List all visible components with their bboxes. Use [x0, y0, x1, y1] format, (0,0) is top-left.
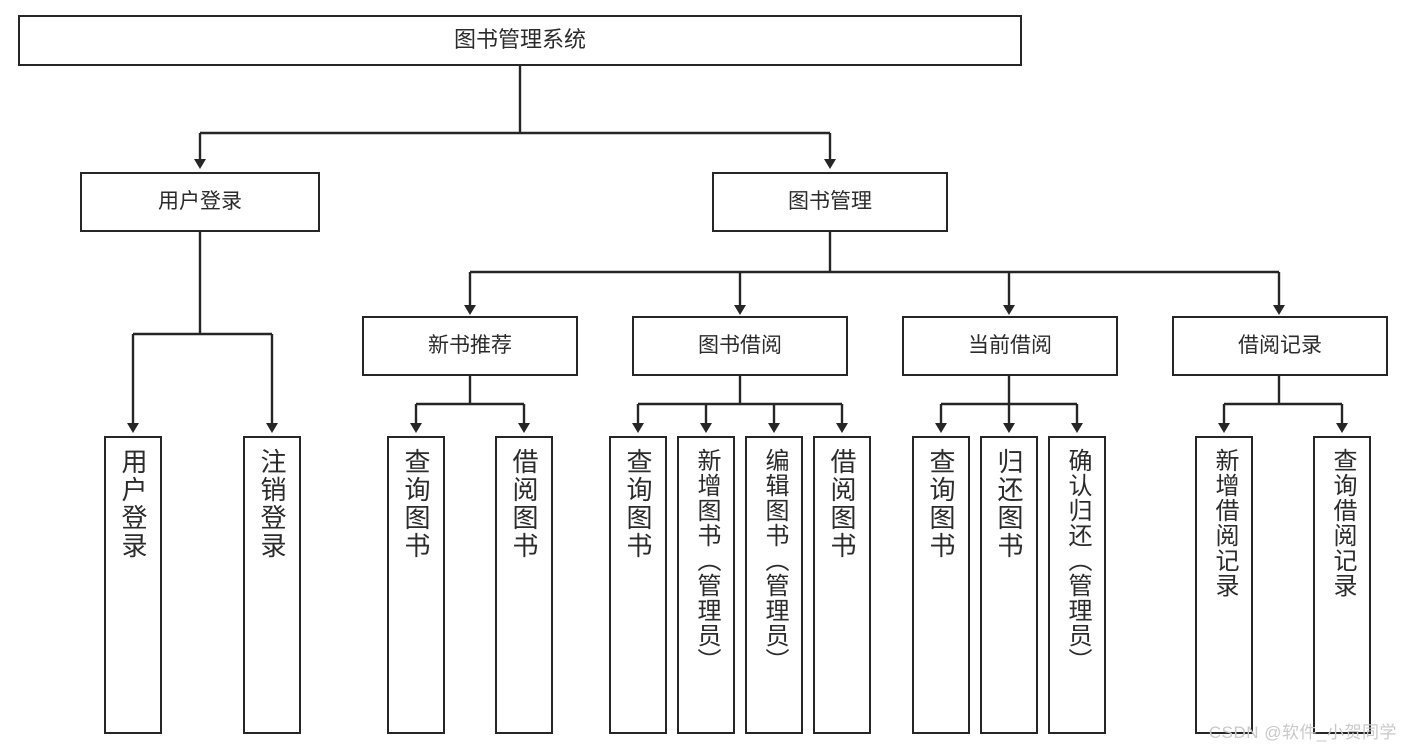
leaf-return-book[interactable]: 归还图书 [980, 436, 1038, 734]
leaf-borrow-book-recommend[interactable]: 借阅图书 [495, 436, 553, 734]
node-label: 用户登录 [118, 448, 148, 560]
node-borrow-record[interactable]: 借阅记录 [1172, 316, 1388, 376]
node-label: 借阅图书 [827, 448, 857, 560]
node-label: 借阅图书 [509, 448, 539, 560]
leaf-add-book-admin[interactable]: 新增图书（管理员） [677, 436, 735, 734]
node-label: 图书借阅 [698, 334, 782, 358]
node-label: 归还图书 [994, 448, 1024, 560]
node-label: 新书推荐 [428, 334, 512, 358]
leaf-confirm-return-admin[interactable]: 确认归还（管理员） [1048, 436, 1106, 734]
leaf-query-book-current[interactable]: 查询图书 [912, 436, 970, 734]
leaf-borrow-book[interactable]: 借阅图书 [813, 436, 871, 734]
node-label: 新增借阅记录 [1211, 448, 1238, 598]
leaf-logout[interactable]: 注销登录 [243, 436, 301, 734]
node-book-management[interactable]: 图书管理 [712, 172, 948, 232]
leaf-query-book-recommend[interactable]: 查询图书 [387, 436, 445, 734]
node-label: 新增图书（管理员） [693, 448, 720, 673]
node-label: 用户登录 [158, 190, 242, 214]
node-root-book-management-system[interactable]: 图书管理系统 [18, 15, 1022, 66]
node-current-borrow[interactable]: 当前借阅 [902, 316, 1118, 376]
node-label: 查询图书 [401, 448, 431, 560]
leaf-query-borrow-record[interactable]: 查询借阅记录 [1313, 436, 1371, 734]
node-new-book-recommend[interactable]: 新书推荐 [362, 316, 578, 376]
node-label: 借阅记录 [1238, 334, 1322, 358]
leaf-query-book-borrow[interactable]: 查询图书 [609, 436, 667, 734]
node-label: 查询借阅记录 [1329, 448, 1356, 598]
node-label: 确认归还（管理员） [1064, 448, 1091, 673]
leaf-user-login[interactable]: 用户登录 [104, 436, 162, 734]
node-label: 当前借阅 [968, 334, 1052, 358]
node-book-borrow[interactable]: 图书借阅 [632, 316, 848, 376]
node-label: 注销登录 [257, 448, 287, 560]
node-label: 图书管理系统 [453, 27, 586, 53]
leaf-add-borrow-record[interactable]: 新增借阅记录 [1195, 436, 1253, 734]
node-label: 查询图书 [926, 448, 956, 560]
node-label: 编辑图书（管理员） [761, 448, 788, 673]
leaf-edit-book-admin[interactable]: 编辑图书（管理员） [745, 436, 803, 734]
node-label: 查询图书 [623, 448, 653, 560]
node-user-login[interactable]: 用户登录 [80, 172, 320, 232]
node-label: 图书管理 [788, 190, 872, 214]
